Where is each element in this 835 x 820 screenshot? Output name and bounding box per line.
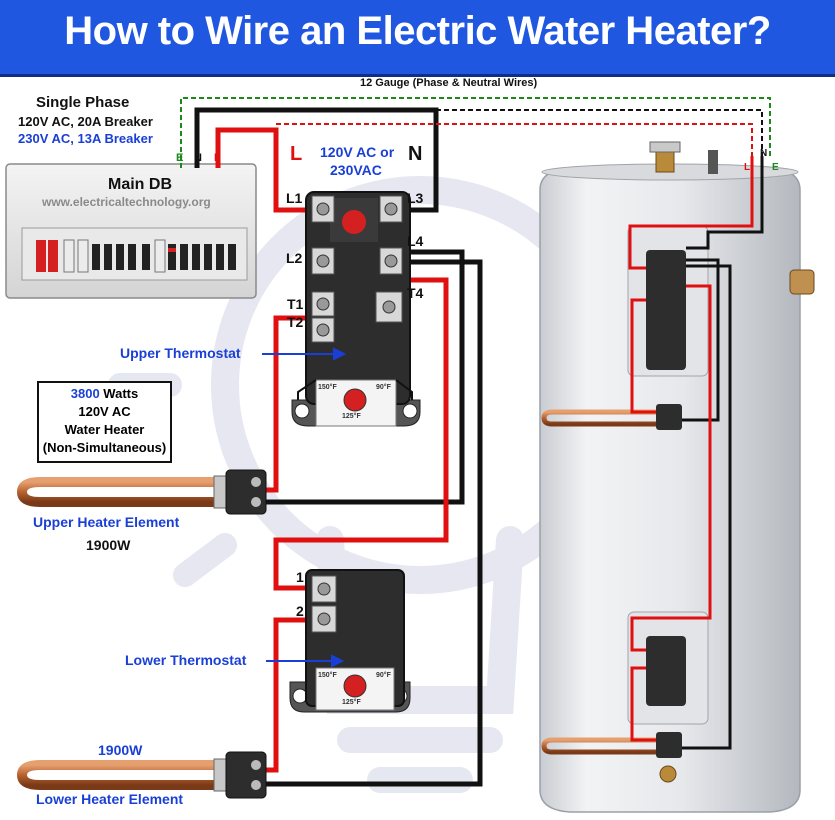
lower-terminal-1: 1: [296, 569, 304, 585]
title-banner: How to Wire an Electric Water Heater?: [0, 0, 835, 77]
lower-dial-temp-right: 90°F: [376, 672, 391, 679]
terminal-l4: L4: [407, 233, 424, 249]
supply-rating-230v: 230V AC, 13A Breaker: [18, 131, 153, 146]
spec-voltage: 120V AC: [78, 404, 131, 419]
spec-mode: (Non-Simultaneous): [42, 440, 167, 455]
tank-terminal-n: N: [760, 148, 768, 159]
upper-thermostat-icon: [291, 191, 421, 427]
supply-voltage-line2: 230VAC: [330, 162, 382, 178]
upper-thermostat-label: Upper Thermostat: [120, 345, 241, 361]
terminal-l3: L3: [407, 190, 424, 206]
page-title: How to Wire an Electric Water Heater?: [64, 9, 771, 53]
thermostat-pointer-arrows: [262, 347, 347, 668]
upper-heater-element-icon: [16, 469, 267, 515]
upper-dial-temp-right: 90°F: [376, 384, 391, 391]
terminal-t2: T2: [287, 314, 304, 330]
upper-dial-temp-bottom: 125°F: [342, 413, 361, 420]
supply-voltage-line1: 120V AC or: [320, 144, 395, 160]
spec-watts-value: 3800: [70, 386, 100, 401]
lower-element-watts: 1900W: [98, 742, 143, 758]
terminal-l1: L1: [286, 190, 303, 206]
element-wires: [262, 249, 483, 787]
db-terminal-n: N: [194, 152, 202, 164]
lower-element-label: Lower Heater Element: [36, 791, 184, 807]
db-terminal-e: E: [176, 152, 184, 164]
supply-neutral-label: N: [408, 143, 423, 165]
supply-rating-120v: 120V AC, 20A Breaker: [18, 114, 153, 129]
spec-box: 3800 Watts 120V AC Water Heater (Non-Sim…: [37, 381, 172, 463]
upper-element-watts: 1900W: [86, 537, 131, 553]
supply-wires: [180, 97, 771, 213]
terminal-t1: T1: [287, 296, 304, 312]
water-heater-tank-icon: [539, 141, 815, 813]
upper-element-label: Upper Heater Element: [33, 514, 180, 530]
main-db-title: Main DB: [108, 176, 172, 193]
lower-heater-element-icon: [16, 751, 267, 799]
lower-terminal-2: 2: [296, 603, 304, 619]
spec-wattage: 3800 Watts: [39, 385, 170, 403]
db-terminal-l: L: [214, 152, 221, 164]
tank-terminal-l: L: [744, 162, 751, 173]
upper-dial-temp-left: 150°F: [318, 384, 337, 391]
website-watermark: www.electricaltechnology.org: [42, 195, 211, 209]
lower-dial-temp-left: 150°F: [318, 672, 337, 679]
terminal-l2: L2: [286, 250, 303, 266]
tank-terminal-e: E: [772, 162, 779, 173]
spec-type: Water Heater: [64, 422, 145, 437]
lower-thermostat-icon: [289, 569, 411, 713]
main-db-icon: [5, 163, 257, 299]
wire-gauge-note: 12 Gauge (Phase & Neutral Wires): [360, 77, 538, 89]
lower-thermostat-label: Lower Thermostat: [125, 652, 247, 668]
spec-watts-unit: Watts: [99, 386, 139, 401]
supply-live-label: L: [290, 143, 303, 165]
terminal-t4: T4: [407, 285, 424, 301]
lower-dial-temp-bottom: 125°F: [342, 699, 361, 706]
single-phase-label: Single Phase: [36, 94, 130, 111]
